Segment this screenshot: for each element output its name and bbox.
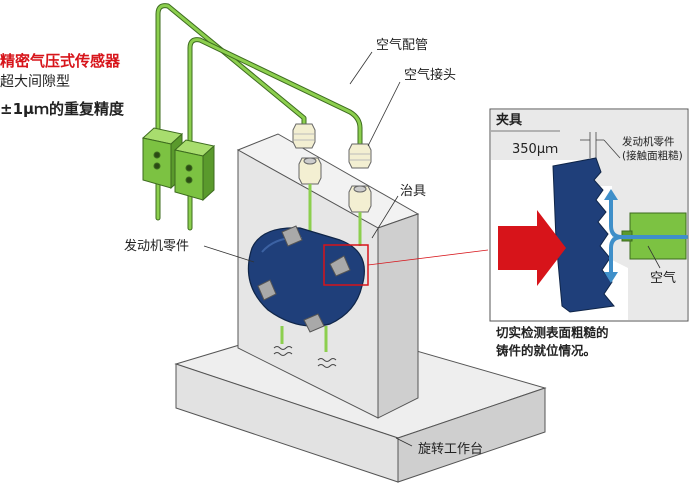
title-type: 超大间隙型: [0, 74, 70, 90]
caption-line-1: 切实检测表面粗糙的: [496, 325, 609, 340]
air-joint-lower-right: [348, 185, 372, 213]
detail-label-rough: (接触面粗糙): [622, 150, 683, 162]
detail-label-part: 发动机零件: [622, 136, 675, 148]
air-joint-upper-left: [292, 123, 316, 149]
engine-part: [247, 225, 365, 333]
label-engine-part: 发动机零件: [124, 239, 190, 254]
label-fixture: 治具: [400, 184, 427, 199]
label-air-pipe: 空气配管: [376, 38, 429, 53]
label-air-joint: 空气接头: [404, 68, 457, 83]
caption-line-2: 铸件的就位情况。: [496, 343, 597, 358]
air-down-arrow-icon: [604, 272, 618, 283]
nozzle-pipes: [280, 184, 362, 352]
title-product: 精密气压式传感器: [0, 52, 121, 70]
detail-label-gap: 350μｍ: [512, 142, 559, 157]
leader-lines: [203, 51, 413, 447]
callout-connector: [367, 249, 489, 266]
air-joint-upper-right: [348, 143, 372, 169]
air-joint-lower-left: [298, 157, 322, 185]
detail-label-air: 空气: [650, 271, 677, 286]
air-flow-arrows: [609, 198, 688, 274]
detail-label-clamp: 夹具: [496, 113, 523, 128]
force-arrow-icon: [498, 210, 566, 286]
air-flow-marks: [273, 346, 337, 368]
air-up-arrow-icon: [604, 189, 618, 200]
detail-inset: [489, 108, 689, 322]
label-rotary-table: 旋转工作台: [418, 442, 484, 457]
sensor-unit-2: [173, 139, 216, 202]
air-leader: [647, 245, 661, 269]
air-pipes: [155, 3, 363, 231]
title-precision: ±1μｍ的重复精度: [0, 100, 125, 118]
